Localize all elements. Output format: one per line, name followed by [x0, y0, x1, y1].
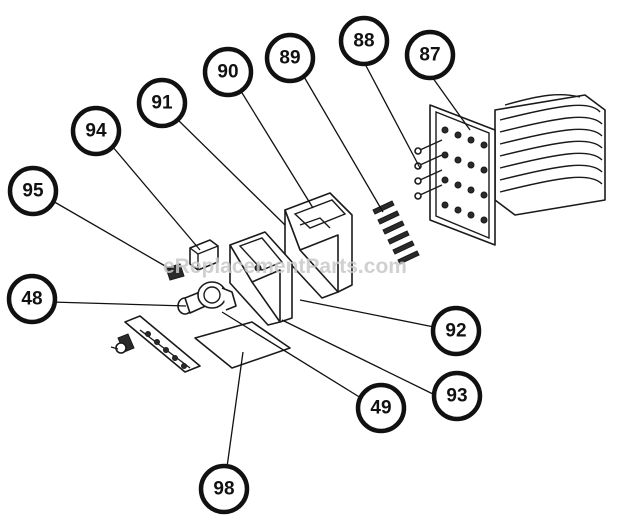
- callout-88: 88: [338, 15, 390, 67]
- callout-95: 95: [7, 165, 59, 217]
- callout-93-label: 93: [446, 386, 467, 407]
- callout-91: 91: [136, 77, 188, 129]
- callout-92-label: 92: [445, 321, 466, 342]
- callout-49: 49: [355, 382, 407, 434]
- leader-lines: [50, 61, 471, 468]
- callout-48-label: 48: [21, 289, 42, 310]
- part-94-block: [189, 239, 219, 271]
- callout-93: 93: [431, 370, 483, 422]
- callout-95-label: 95: [22, 181, 44, 202]
- manifold-assembly: [110, 315, 201, 373]
- part-90-bracket: [284, 192, 353, 299]
- callout-89-label: 89: [279, 48, 300, 69]
- callout-48: 48: [6, 273, 58, 325]
- part-95-square: [165, 263, 185, 281]
- part-88-orifices: [414, 139, 443, 200]
- callout-90: 90: [202, 46, 254, 98]
- callout-87-label: 87: [419, 45, 440, 66]
- part-48-valve: [177, 281, 237, 315]
- callout-91-label: 91: [151, 93, 173, 114]
- part-87-heat-exchanger: [429, 93, 606, 246]
- callout-98-label: 98: [213, 479, 234, 500]
- callout-89: 89: [264, 32, 316, 84]
- callout-88-label: 88: [353, 31, 374, 52]
- callout-94: 94: [70, 105, 122, 157]
- callout-98: 98: [198, 463, 250, 515]
- part-93-bracket: [229, 231, 293, 326]
- part-98-plate: [194, 321, 291, 369]
- part-89-burner-row: [372, 200, 420, 265]
- callout-90-label: 90: [217, 62, 238, 83]
- callout-87: 87: [404, 29, 456, 81]
- callout-92: 92: [430, 305, 482, 357]
- callout-94-label: 94: [85, 121, 107, 142]
- callout-49-label: 49: [370, 398, 391, 419]
- watermark-text: eReplacementParts.com: [163, 255, 407, 278]
